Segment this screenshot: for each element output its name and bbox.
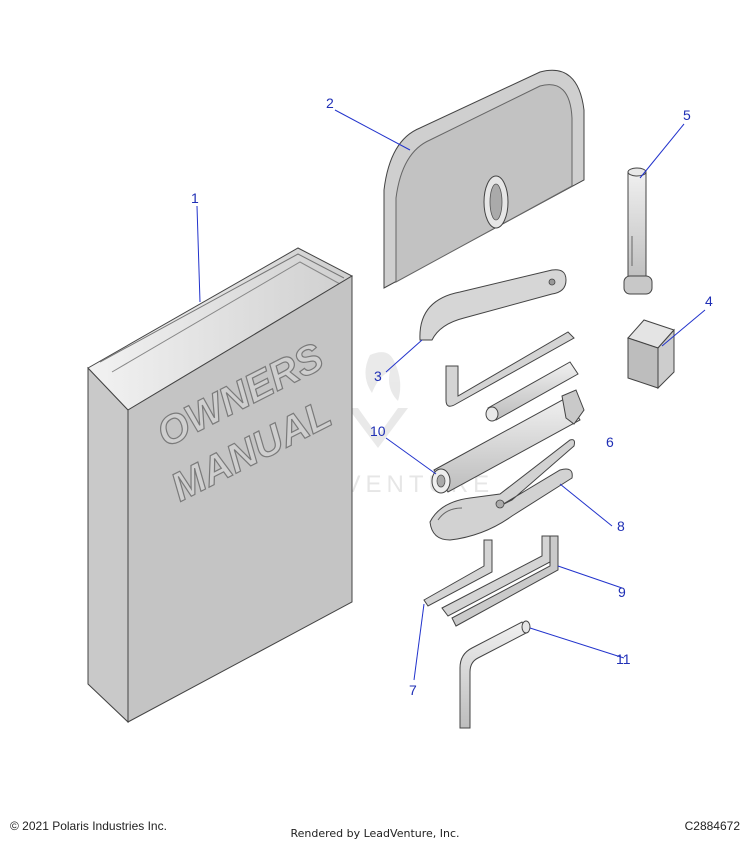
copyright-text: © 2021 Polaris Industries Inc. xyxy=(10,819,167,833)
callout-8: 8 xyxy=(617,518,625,534)
tool-pouch xyxy=(383,69,585,289)
tube-wrench xyxy=(431,389,585,494)
callout-4: 4 xyxy=(705,293,713,309)
callout-11: 11 xyxy=(616,651,631,667)
pliers xyxy=(429,439,575,541)
l-rod xyxy=(459,620,531,729)
hex-keys-pair xyxy=(441,535,559,627)
rendered-by-text: Rendered by LeadVenture, Inc. xyxy=(290,827,460,840)
callout-9: 9 xyxy=(618,584,626,600)
callout-numbers: 1 2 3 4 5 6 7 8 9 10 11 xyxy=(191,95,713,698)
owners-manual-book: OWNERS MANUAL xyxy=(87,247,354,724)
leader-lines xyxy=(196,109,706,681)
spark-plug-socket xyxy=(623,167,653,295)
callout-1: 1 xyxy=(191,190,199,206)
diagram-code: C2884672 xyxy=(684,819,740,833)
small-tube xyxy=(485,361,579,422)
hex-key-l xyxy=(445,331,575,407)
hex-key-single xyxy=(423,539,493,607)
callout-7: 7 xyxy=(409,682,417,698)
spanner-wrench xyxy=(419,269,567,341)
callout-10: 10 xyxy=(370,423,386,439)
callout-6: 6 xyxy=(606,434,614,450)
small-box-part xyxy=(627,319,675,390)
callout-3: 3 xyxy=(374,368,382,384)
callout-5: 5 xyxy=(683,107,691,123)
callout-2: 2 xyxy=(326,95,334,111)
